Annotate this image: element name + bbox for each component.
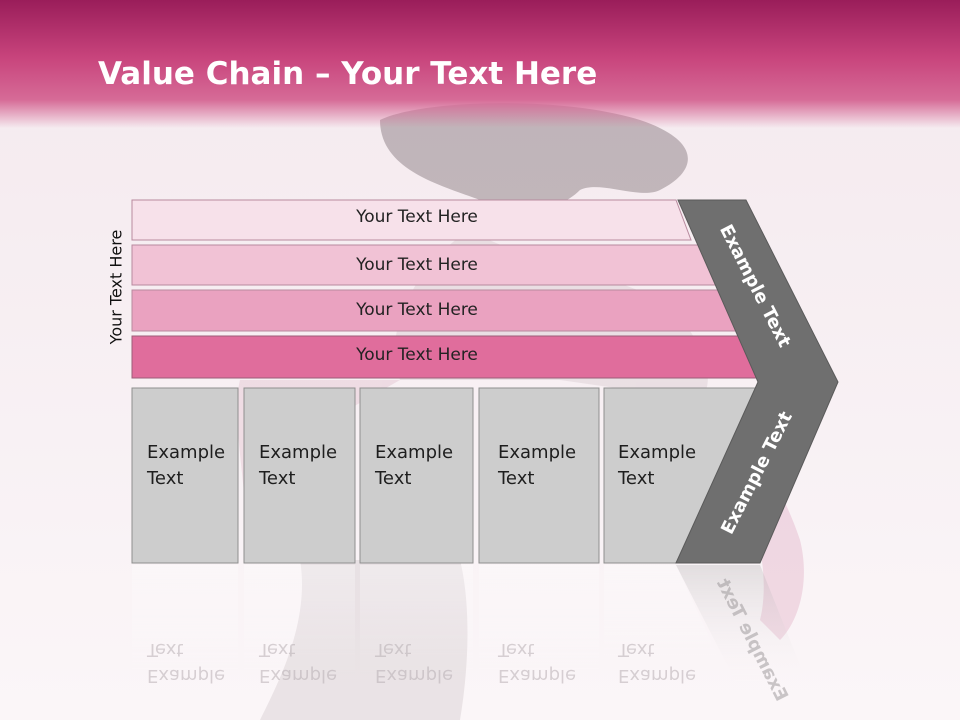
column-5-reflection: Example Text	[618, 636, 696, 688]
column-3-box	[359, 387, 474, 564]
title-rest: – Your Text Here	[304, 56, 598, 92]
column-4-line2: Text	[498, 468, 535, 489]
band-3-label: Your Text Here	[356, 300, 478, 320]
title-bold: Value Chain	[98, 56, 305, 92]
column-4-reflection-line1: Example	[498, 665, 577, 686]
column-4-line1: Example	[498, 442, 577, 463]
column-2-line1: Example	[259, 442, 338, 463]
column-2-reflection-line1: Example	[259, 665, 338, 686]
title-bar	[0, 0, 960, 128]
column-1-reflection: Example Text	[147, 636, 225, 688]
column-1-reflection-line1: Example	[147, 665, 226, 686]
column-5-line2: Text	[618, 468, 655, 489]
chevron-arrow	[675, 199, 839, 564]
column-3-line1: Example	[375, 442, 454, 463]
column-5-reflection-line2: Text	[618, 639, 655, 660]
slide-title: Value Chain – Your Text Here	[98, 54, 597, 94]
column-3-reflection-line2: Text	[375, 639, 412, 660]
column-4-box	[478, 387, 600, 564]
column-5-reflection-line1: Example	[618, 665, 697, 686]
column-1-line1: Example	[147, 442, 226, 463]
band-1-label: Your Text Here	[356, 207, 478, 227]
band-4-label: Your Text Here	[356, 345, 478, 365]
column-2-reflection-line2: Text	[259, 639, 296, 660]
column-2-box	[243, 387, 356, 564]
column-2-line2: Text	[259, 468, 296, 489]
column-4-reflection-line2: Text	[498, 639, 535, 660]
column-3-reflection-line1: Example	[375, 665, 454, 686]
column-4-reflection: Example Text	[498, 636, 576, 688]
column-5-line1: Example	[618, 442, 697, 463]
column-3-line2: Text	[375, 468, 412, 489]
column-1-box	[131, 387, 239, 564]
column-1-reflection-line2: Text	[147, 639, 184, 660]
band-2-label: Your Text Here	[356, 255, 478, 275]
band-1-shape	[131, 199, 692, 241]
columns-reflection	[132, 565, 810, 690]
column-1-line2: Text	[147, 468, 184, 489]
column-3-reflection: Example Text	[375, 636, 453, 688]
column-2-reflection: Example Text	[259, 636, 337, 688]
